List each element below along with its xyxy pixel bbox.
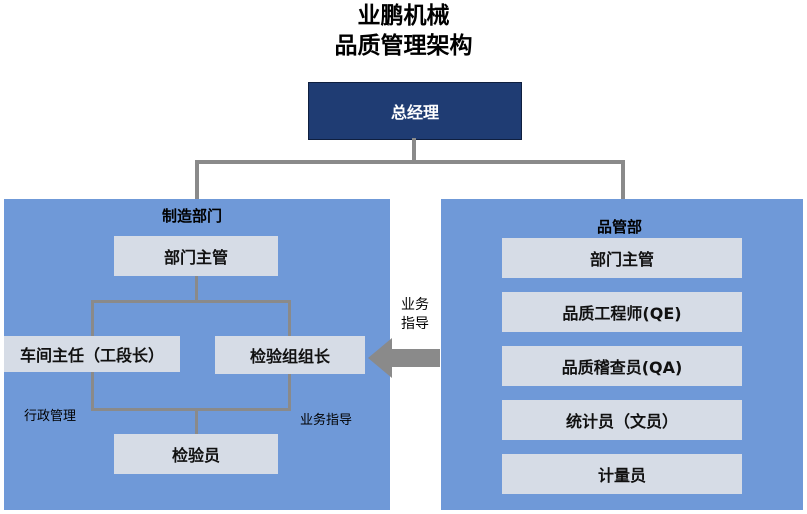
quality-item-label: 品质稽查员(QA) <box>561 358 683 377</box>
connector-to-manufacturing <box>195 160 199 200</box>
connector-branch-right <box>288 300 291 336</box>
quality-item-label: 部门主管 <box>589 250 654 269</box>
inspector-label: 检验员 <box>171 446 220 465</box>
title-chart: 品质管理架构 <box>334 33 473 59</box>
quality-label: 品管部 <box>597 218 643 236</box>
connector-to-quality <box>621 160 625 200</box>
quality-item-label: 品质工程师(QE) <box>562 304 682 323</box>
general-manager-label: 总经理 <box>390 103 439 122</box>
connector-branch-top <box>91 300 291 303</box>
connector-to-inspector <box>195 408 198 434</box>
title-company: 业鹏机械 <box>357 3 450 29</box>
connector-branch-left <box>91 300 94 336</box>
guidance-arrow-shape <box>368 338 440 378</box>
manufacturing-label: 制造部门 <box>162 207 223 225</box>
connector-top-horizontal <box>195 160 625 164</box>
inspector-box: 检验员 <box>114 434 278 474</box>
quality-item-label: 统计员（文员） <box>565 412 678 431</box>
workshop-director-label: 车间主任（工段长） <box>19 346 164 365</box>
workshop-director-box: 车间主任（工段长） <box>4 336 180 372</box>
general-manager-box: 总经理 <box>308 82 522 140</box>
manufacturing-head-label: 部门主管 <box>163 248 228 267</box>
inspection-lead-box: 检验组组长 <box>215 336 365 374</box>
quality-item: 品质稽查员(QA) <box>502 346 742 386</box>
connector-top-vertical <box>412 138 416 162</box>
quality-item: 品质工程师(QE) <box>502 292 742 332</box>
quality-item: 计量员 <box>502 454 742 494</box>
connector-lead-down <box>288 374 291 410</box>
quality-item-label: 计量员 <box>597 466 646 485</box>
connector-workshop-down <box>91 372 94 410</box>
arrow-label-line2: 指导 <box>401 316 429 332</box>
arrow-label-line1: 业务 <box>401 297 429 313</box>
manufacturing-head-box: 部门主管 <box>114 236 278 276</box>
connector-head-down <box>195 276 198 302</box>
quality-item: 统计员（文员） <box>502 400 742 440</box>
connector-branch-bottom <box>91 408 291 411</box>
inspection-lead-label: 检验组组长 <box>249 347 330 366</box>
business-guidance-label: 业务指导 <box>300 413 353 428</box>
quality-item: 部门主管 <box>502 238 742 278</box>
guidance-arrow <box>368 338 440 378</box>
admin-management-label: 行政管理 <box>24 409 77 424</box>
